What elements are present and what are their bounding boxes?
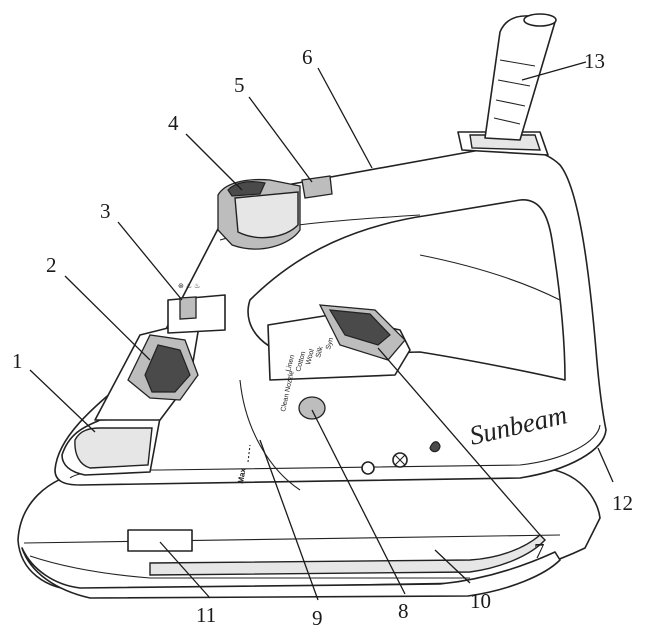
callout-2: 2 (46, 253, 57, 277)
temperature-dial: Linen Cotton Wool Silk Syn (267, 304, 411, 381)
leader-2 (64, 275, 151, 361)
callout-labels: 1 2 3 4 5 6 7 8 9 10 11 12 13 (12, 45, 633, 630)
burst-button (217, 178, 301, 250)
dial-label-syn: Syn (325, 337, 335, 351)
leader-11 (159, 541, 211, 599)
leader-10 (434, 549, 471, 584)
indicator-window (127, 529, 193, 552)
leader-6 (317, 67, 373, 169)
dial-label-silk: Silk (315, 345, 325, 358)
callout-9: 9 (312, 606, 323, 630)
callout-1: 1 (12, 349, 23, 373)
callout-4: 4 (168, 111, 179, 135)
steam-slider: ⊛ ♨ ♨ (167, 282, 226, 334)
leader-9 (259, 439, 319, 601)
soleplate (17, 467, 601, 599)
callout-5: 5 (234, 73, 245, 97)
control-icons (361, 441, 441, 475)
callout-10: 10 (470, 589, 491, 613)
spray-button (301, 175, 333, 199)
callout-6: 6 (302, 45, 313, 69)
svg-text:⊛ ♨ ♨: ⊛ ♨ ♨ (178, 282, 200, 290)
leader-4 (185, 133, 243, 191)
callout-13: 13 (584, 49, 605, 73)
leader-1 (29, 369, 96, 433)
callout-12: 12 (612, 491, 633, 515)
callout-11: 11 (196, 603, 216, 627)
cord-guard (457, 13, 557, 156)
spray-trigger (127, 334, 199, 401)
max-fill-label: Max (236, 467, 248, 484)
leader-5 (248, 96, 313, 183)
leader-8 (311, 409, 406, 595)
leader-13 (521, 61, 587, 81)
leader-7 (377, 347, 541, 536)
leader-12 (597, 447, 614, 483)
leader-lines (29, 61, 614, 601)
leader-3 (117, 221, 183, 301)
callout-7: 7 (534, 539, 545, 563)
dial-label-wool: Wool (305, 348, 316, 366)
callout-8: 8 (398, 599, 409, 623)
callout-3: 3 (100, 199, 111, 223)
dial-label-linen: Linen (285, 354, 296, 372)
